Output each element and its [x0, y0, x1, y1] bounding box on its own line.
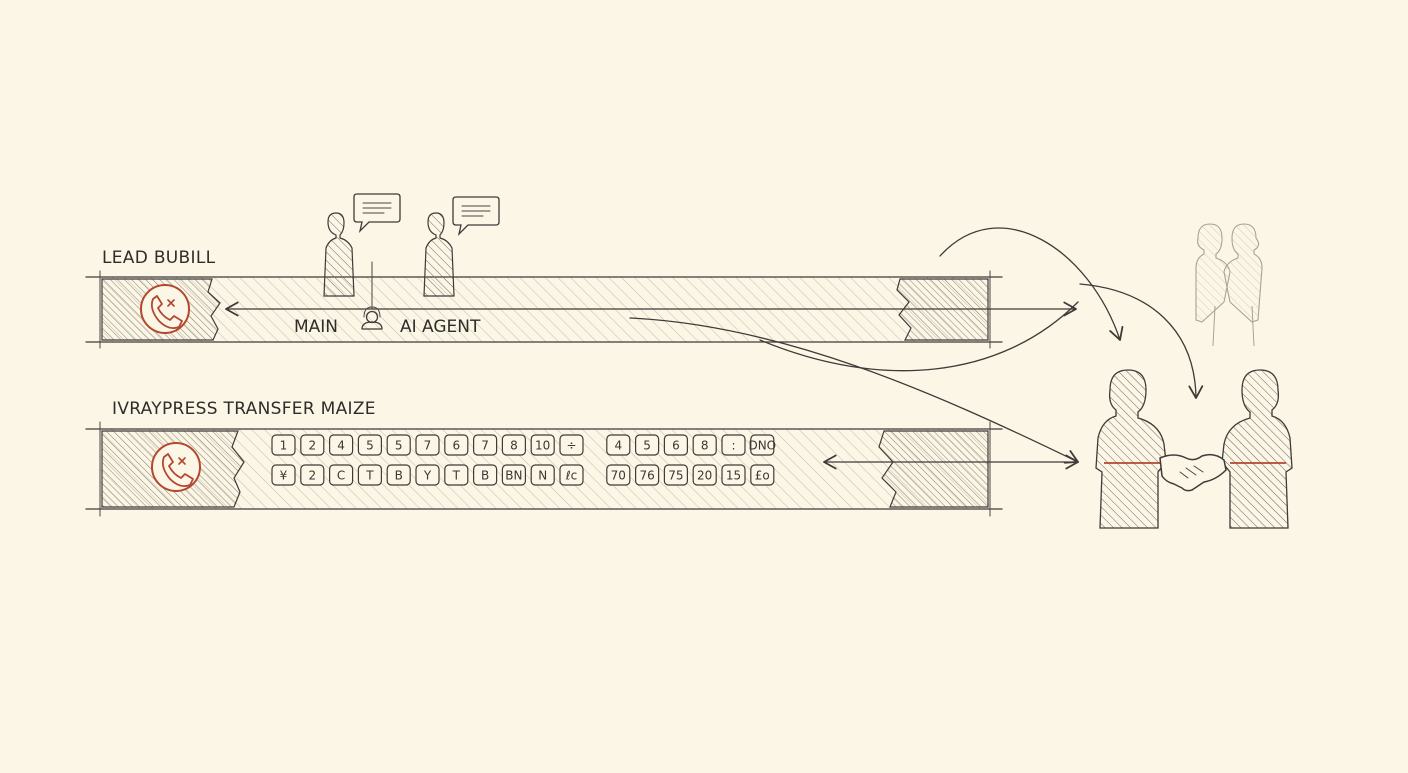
keypad-key-label: ℓc — [565, 469, 578, 483]
keypad-key[interactable]: 8 — [692, 434, 717, 456]
ivr-keypad-row: 1 2 4 5 5 7 6 7 8 10 ÷ 4 5 6 8: DNO — [271, 434, 776, 456]
keypad-key[interactable]: 6 — [444, 434, 469, 456]
keypad-key[interactable]: 4 — [329, 434, 354, 456]
lane-title: IVRAYPRESS TRANSFER MAIZE — [112, 399, 376, 419]
keypad-key[interactable]: T — [357, 464, 382, 486]
keypad-key[interactable]: 8 — [501, 434, 526, 456]
keypad-key-label: 4 — [614, 439, 622, 453]
keypad-key-label: ÷ — [566, 439, 576, 453]
keypad-key[interactable]: £o — [750, 464, 775, 486]
person-silhouette-icon — [1221, 369, 1293, 529]
speech-bubble-icon — [452, 196, 500, 237]
person-silhouette-icon — [323, 212, 355, 297]
keypad-key-label: BN — [505, 469, 522, 483]
keypad-key[interactable]: 1 — [271, 434, 296, 456]
keypad-key[interactable]: 76 — [634, 464, 660, 486]
keypad-key[interactable]: ℓc — [559, 464, 584, 486]
handshake-icon — [1159, 453, 1227, 492]
keypad-key-label: 1 — [280, 439, 288, 453]
keypad-key[interactable]: B — [386, 464, 411, 486]
keypad-key-label: C — [337, 469, 345, 483]
keypad-key-label: 5 — [366, 439, 374, 453]
phone-icon — [140, 284, 190, 334]
handshake-pair-faint — [1195, 223, 1263, 347]
keypad-key[interactable]: 5 — [386, 434, 411, 456]
keypad-key-label: T — [365, 469, 374, 483]
flow-connectors — [629, 227, 1204, 464]
keypad-key-label: B — [395, 469, 403, 483]
keypad-key-label: 7 — [424, 439, 432, 453]
keypad-key-label: 75 — [668, 469, 683, 483]
keypad-key-label: 2 — [308, 439, 316, 453]
handoff-arrow — [1079, 283, 1204, 399]
keypad-key[interactable]: ÷ — [559, 434, 584, 456]
handshake-pair — [1095, 369, 1293, 529]
keypad-key-label: 7 — [481, 439, 489, 453]
keypad-key[interactable]: 75 — [663, 464, 689, 486]
keypad-key-label: 76 — [639, 469, 654, 483]
keypad-key-label: B — [481, 469, 489, 483]
keypad-key[interactable]: C — [329, 464, 354, 486]
keypad-key-label: T — [452, 469, 461, 483]
keypad-key-label: £o — [755, 469, 770, 483]
keypad-key[interactable]: BN — [501, 464, 526, 486]
keypad-key[interactable]: 2 — [300, 434, 325, 456]
keypad-key-label: 5 — [395, 439, 403, 453]
keypad-key-label: 8 — [701, 439, 709, 453]
phone-icon — [151, 442, 201, 492]
keypad-key-label: 8 — [510, 439, 518, 453]
keypad-key-label: N — [538, 469, 547, 483]
keypad-key[interactable]: N — [530, 464, 555, 486]
keypad-key-label: 5 — [643, 439, 651, 453]
keypad-key[interactable]: T — [444, 464, 469, 486]
lane-end-block — [878, 430, 989, 508]
lane-title: LEAD BUBILL — [102, 248, 216, 268]
keypad-key[interactable]: Y — [415, 464, 440, 486]
keypad-key-label: 6 — [452, 439, 460, 453]
keypad-key-label: DNO — [748, 439, 776, 453]
keypad-key-label: ¥ — [280, 469, 288, 483]
keypad-key-label: 20 — [697, 469, 712, 483]
person-silhouette-icon — [423, 212, 455, 297]
keypad-key[interactable]: : — [721, 434, 746, 456]
keypad-key-label: 70 — [611, 469, 626, 483]
speech-bubble-icon — [353, 193, 401, 234]
keypad-key-label: 2 — [308, 469, 316, 483]
keypad-key[interactable]: DNO — [748, 434, 776, 456]
handoff-arrow — [939, 227, 1124, 341]
keypad-key-label: 10 — [535, 439, 550, 453]
keypad-key[interactable]: 7 — [415, 434, 440, 456]
keypad-key[interactable]: 70 — [606, 464, 631, 486]
keypad-key-label: 4 — [337, 439, 345, 453]
lane-lead: LEAD BUBILL MAIN AI AGENT — [85, 193, 1077, 349]
keypad-key[interactable]: 7 — [473, 434, 498, 456]
keypad-key[interactable]: 5 — [634, 434, 660, 456]
keypad-key[interactable]: 4 — [606, 434, 631, 456]
keypad-key[interactable]: ¥ — [271, 464, 296, 486]
return-curve — [759, 301, 1079, 372]
ai-agent-label: AI AGENT — [400, 317, 481, 337]
keypad-key[interactable]: 6 — [663, 434, 689, 456]
main-label: MAIN — [294, 317, 338, 337]
keypad-key[interactable]: 5 — [357, 434, 382, 456]
keypad-key-label: : — [731, 439, 735, 453]
keypad-key-label: 6 — [672, 439, 680, 453]
keypad-key[interactable]: 15 — [721, 464, 746, 486]
keypad-key[interactable]: 10 — [530, 434, 555, 456]
person-silhouette-icon — [1095, 369, 1167, 529]
keypad-key[interactable]: 20 — [692, 464, 717, 486]
transfer-arrow — [629, 317, 1079, 464]
keypad-key-label: Y — [423, 469, 432, 483]
keypad-key-label: 15 — [726, 469, 741, 483]
keypad-key[interactable]: 2 — [300, 464, 325, 486]
keypad-key[interactable]: B — [473, 464, 498, 486]
